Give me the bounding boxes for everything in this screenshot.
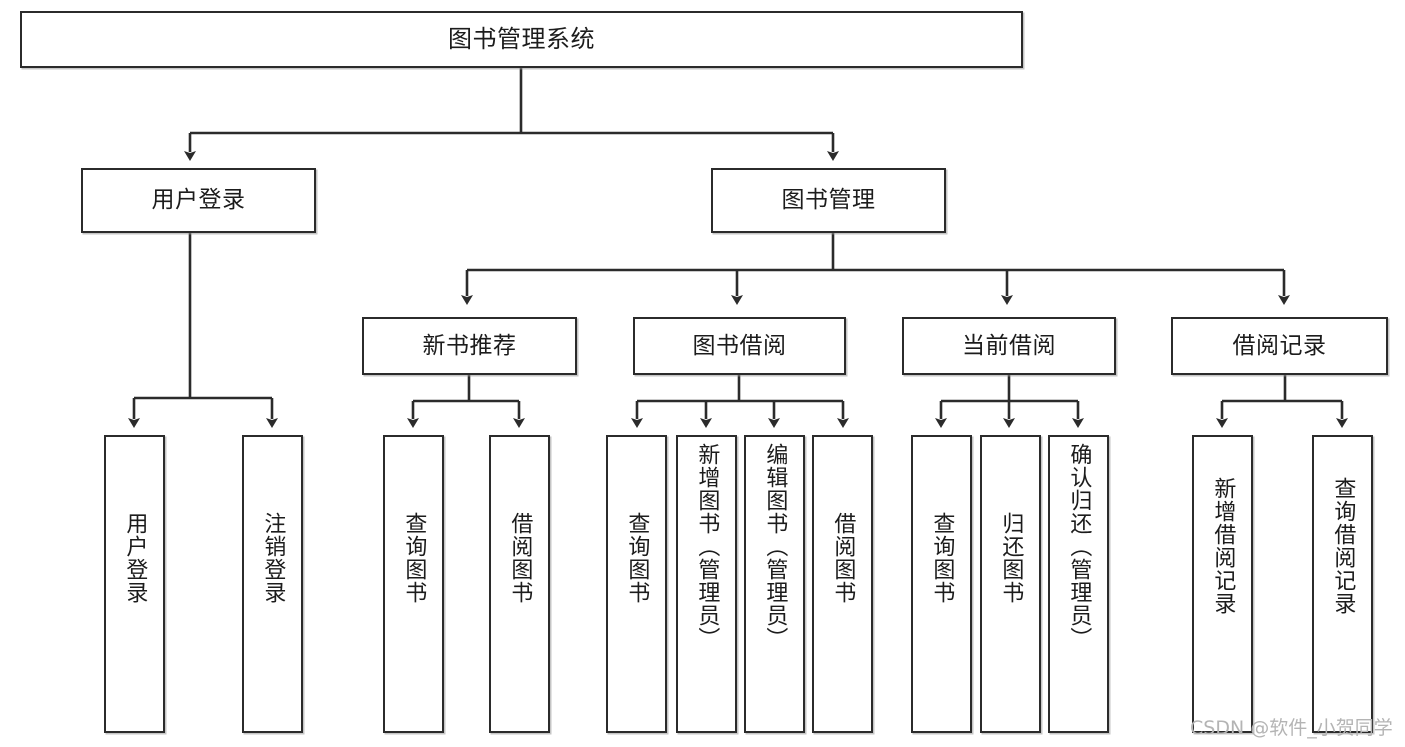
leaf-query-book-1-label: 查询图书 bbox=[401, 512, 427, 604]
node-current-borrow[interactable]: 当前借阅 bbox=[902, 317, 1116, 375]
node-book-manage-label: 图书管理 bbox=[781, 187, 876, 214]
node-new-book-recommend-label: 新书推荐 bbox=[422, 332, 517, 359]
node-book-borrow-label: 图书借阅 bbox=[692, 332, 787, 359]
node-book-borrow[interactable]: 图书借阅 bbox=[633, 317, 846, 375]
node-user-login[interactable]: 用户登录 bbox=[81, 168, 316, 233]
leaf-borrow-book-1[interactable]: 借阅图书 bbox=[489, 435, 550, 733]
node-root[interactable]: 图书管理系统 bbox=[20, 11, 1023, 68]
leaf-add-record[interactable]: 新增借阅记录 bbox=[1192, 435, 1253, 733]
leaf-edit-book-label: 编辑图书（管理员） bbox=[762, 443, 788, 650]
node-new-book-recommend[interactable]: 新书推荐 bbox=[362, 317, 577, 375]
leaf-add-book[interactable]: 新增图书（管理员） bbox=[676, 435, 737, 733]
leaf-confirm-return[interactable]: 确认归还（管理员） bbox=[1048, 435, 1109, 733]
leaf-return-book[interactable]: 归还图书 bbox=[980, 435, 1041, 733]
leaf-user-logout[interactable]: 注销登录 bbox=[242, 435, 303, 733]
leaf-query-record[interactable]: 查询借阅记录 bbox=[1312, 435, 1373, 733]
leaf-edit-book[interactable]: 编辑图书（管理员） bbox=[744, 435, 805, 733]
leaf-query-book-2-label: 查询图书 bbox=[624, 512, 650, 604]
leaf-borrow-book-2[interactable]: 借阅图书 bbox=[812, 435, 873, 733]
leaf-add-book-label: 新增图书（管理员） bbox=[694, 443, 720, 650]
leaf-query-book-3[interactable]: 查询图书 bbox=[911, 435, 972, 733]
leaf-query-book-1[interactable]: 查询图书 bbox=[383, 435, 444, 733]
node-borrow-record[interactable]: 借阅记录 bbox=[1171, 317, 1388, 375]
leaf-confirm-return-label: 确认归还（管理员） bbox=[1066, 443, 1092, 650]
leaf-query-book-2[interactable]: 查询图书 bbox=[606, 435, 667, 733]
node-borrow-record-label: 借阅记录 bbox=[1232, 332, 1327, 359]
leaf-query-record-label: 查询借阅记录 bbox=[1330, 477, 1356, 615]
node-current-borrow-label: 当前借阅 bbox=[962, 332, 1056, 359]
node-root-label: 图书管理系统 bbox=[448, 24, 595, 53]
node-user-login-label: 用户登录 bbox=[151, 187, 246, 214]
leaf-user-logout-label: 注销登录 bbox=[260, 512, 286, 604]
leaf-query-book-3-label: 查询图书 bbox=[929, 512, 955, 604]
leaf-user-login[interactable]: 用户登录 bbox=[104, 435, 165, 733]
leaf-borrow-book-1-label: 借阅图书 bbox=[507, 512, 533, 604]
leaf-return-book-label: 归还图书 bbox=[998, 512, 1024, 604]
leaf-borrow-book-2-label: 借阅图书 bbox=[830, 512, 856, 604]
csdn-watermark: CSDN @软件_小贺同学 bbox=[1190, 717, 1393, 739]
leaf-add-record-label: 新增借阅记录 bbox=[1210, 477, 1236, 615]
node-book-manage[interactable]: 图书管理 bbox=[711, 168, 946, 233]
leaf-user-login-label: 用户登录 bbox=[122, 512, 148, 604]
